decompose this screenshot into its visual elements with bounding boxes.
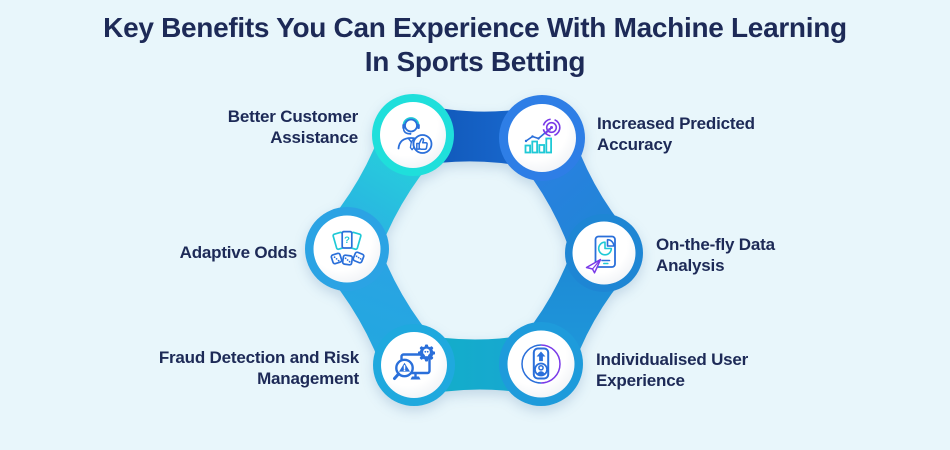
question-mark-glyph: ? [344, 235, 350, 246]
page-title: Key Benefits You Can Experience With Mac… [0, 11, 950, 78]
page-title-line1: Key Benefits You Can Experience With Mac… [103, 12, 847, 43]
benefit-label-predicted-accuracy: Increased Predicted Accuracy [597, 114, 755, 155]
cards-dice-icon: ? [330, 230, 365, 266]
magnifier-warning-icon [393, 358, 414, 380]
benefit-label-user-experience: Individualised User Experience [596, 350, 749, 391]
benefit-label-adaptive-odds: Adaptive Odds [179, 243, 298, 262]
icon-circle-customer-assistance [380, 102, 446, 168]
benefit-label-data-analysis: On-the-fly Data Analysis [656, 235, 775, 276]
icon-circle-predicted-accuracy [508, 104, 576, 172]
skull-gear-icon [418, 344, 435, 362]
monitor-skull-gear-magnifier-icon [393, 344, 435, 380]
document-pie-chart-paper-plane-icon [585, 235, 616, 274]
phone-user-arrow-icon [521, 344, 561, 384]
icon-circle-adaptive-odds [313, 215, 381, 283]
page-title-line2: In Sports Betting [364, 45, 586, 77]
bar-chart-target-icon [524, 118, 561, 154]
customer-support-thumbs-up-icon [397, 117, 433, 154]
benefit-label-fraud-detection: Fraud Detection and Risk Management [158, 348, 359, 389]
benefit-label-customer-assistance: Better Customer Assistance [227, 107, 358, 148]
